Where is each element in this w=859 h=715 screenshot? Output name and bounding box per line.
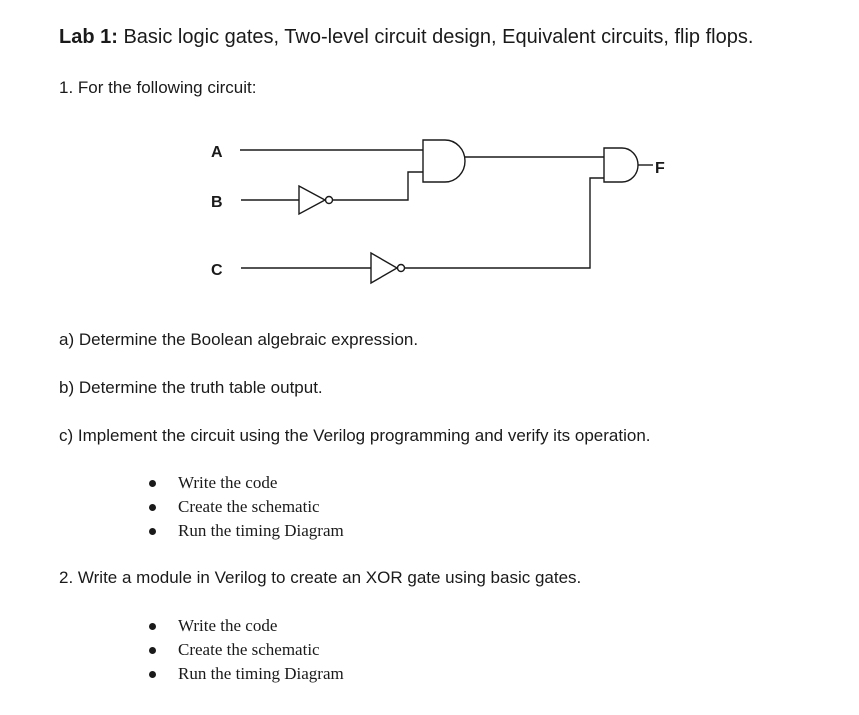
- input-label-a: A: [211, 144, 223, 161]
- page-title: Lab 1: Basic logic gates, Two-level circ…: [59, 26, 753, 49]
- not-gate-c: [370, 251, 399, 285]
- input-label-c: C: [211, 262, 223, 279]
- lab-label: Lab 1:: [59, 26, 118, 48]
- bullet-icon: [149, 623, 156, 630]
- not-gate-c-bubble: [396, 263, 406, 273]
- bullet-icon: [149, 480, 156, 487]
- list-item: Write the code: [145, 614, 344, 638]
- list-item: Run the timing Diagram: [145, 662, 344, 686]
- bullet-icon: [149, 528, 156, 535]
- not-gate-b: [298, 184, 327, 216]
- title-text: Basic logic gates, Two-level circuit des…: [123, 26, 754, 48]
- bullet-icon: [149, 647, 156, 654]
- bullet-icon: [149, 671, 156, 678]
- output-label-f: F: [655, 160, 665, 177]
- question-1a: a) Determine the Boolean algebraic expre…: [59, 330, 419, 349]
- question-1c: c) Implement the circuit using the Veril…: [59, 426, 651, 445]
- question-1b: b) Determine the truth table output.: [59, 378, 323, 397]
- list-item: Create the schematic: [145, 638, 344, 662]
- question-2-task-list: Write the code Create the schematic Run …: [145, 614, 344, 686]
- wire-b-not: [333, 171, 423, 201]
- list-item: Create the schematic: [145, 495, 344, 519]
- not-gate-b-bubble: [324, 195, 334, 205]
- wire-c-not: [405, 177, 604, 269]
- question-1-task-list: Write the code Create the schematic Run …: [145, 471, 344, 543]
- list-item: Run the timing Diagram: [145, 519, 344, 543]
- question-2: 2. Write a module in Verilog to create a…: [59, 568, 582, 587]
- bullet-icon: [149, 504, 156, 511]
- and-gate-1: [422, 139, 466, 183]
- question-1-intro: 1. For the following circuit:: [59, 78, 257, 97]
- input-label-b: B: [211, 194, 223, 211]
- and-gate-2: [603, 147, 639, 183]
- list-item: Write the code: [145, 471, 344, 495]
